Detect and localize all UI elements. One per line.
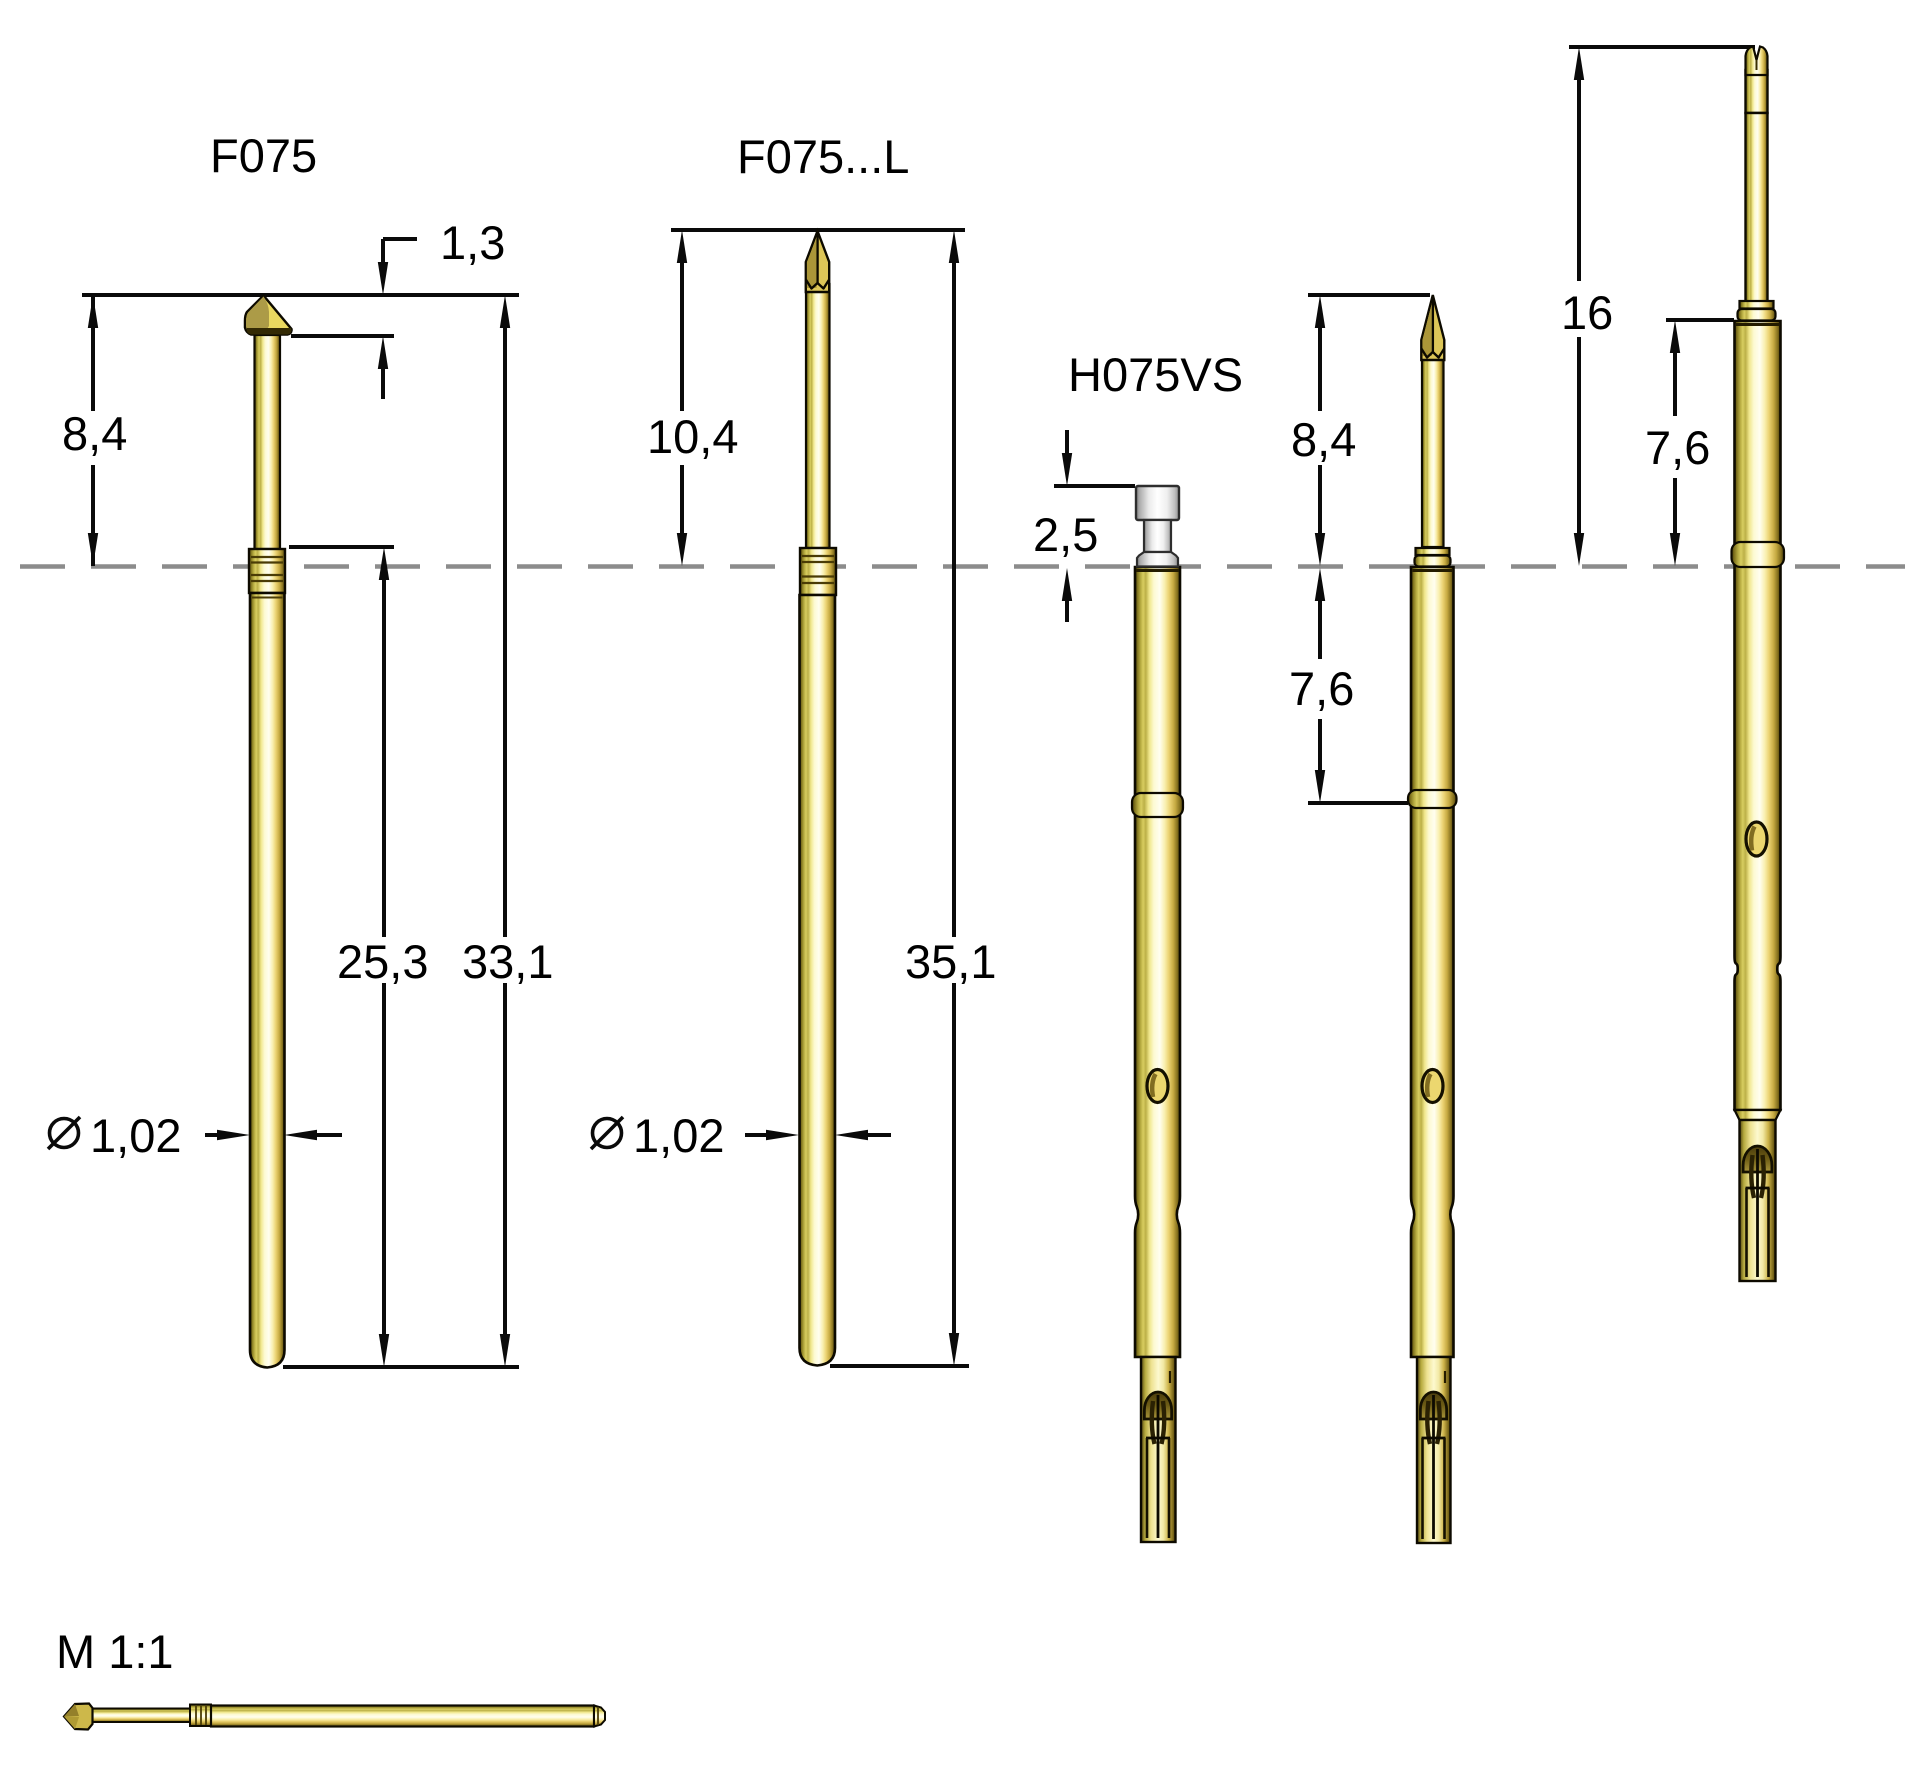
- svg-text:H075VS: H075VS: [1068, 348, 1243, 401]
- svg-text:F075...L: F075...L: [737, 130, 909, 183]
- svg-text:1,3: 1,3: [440, 216, 505, 269]
- svg-text:33,1: 33,1: [462, 935, 553, 988]
- svg-text:1,02: 1,02: [90, 1109, 181, 1162]
- svg-text:7,6: 7,6: [1289, 662, 1354, 715]
- svg-text:M 1:1: M 1:1: [56, 1625, 174, 1678]
- svg-text:8,4: 8,4: [1291, 413, 1356, 466]
- svg-text:10,4: 10,4: [647, 410, 738, 463]
- svg-text:35,1: 35,1: [905, 935, 996, 988]
- svg-text:7,6: 7,6: [1645, 421, 1710, 474]
- svg-text:16: 16: [1561, 286, 1613, 339]
- svg-text:1,02: 1,02: [633, 1109, 724, 1162]
- svg-text:2,5: 2,5: [1033, 508, 1098, 561]
- svg-text:8,4: 8,4: [62, 407, 127, 460]
- svg-text:25,3: 25,3: [337, 935, 428, 988]
- svg-text:F075: F075: [210, 129, 317, 182]
